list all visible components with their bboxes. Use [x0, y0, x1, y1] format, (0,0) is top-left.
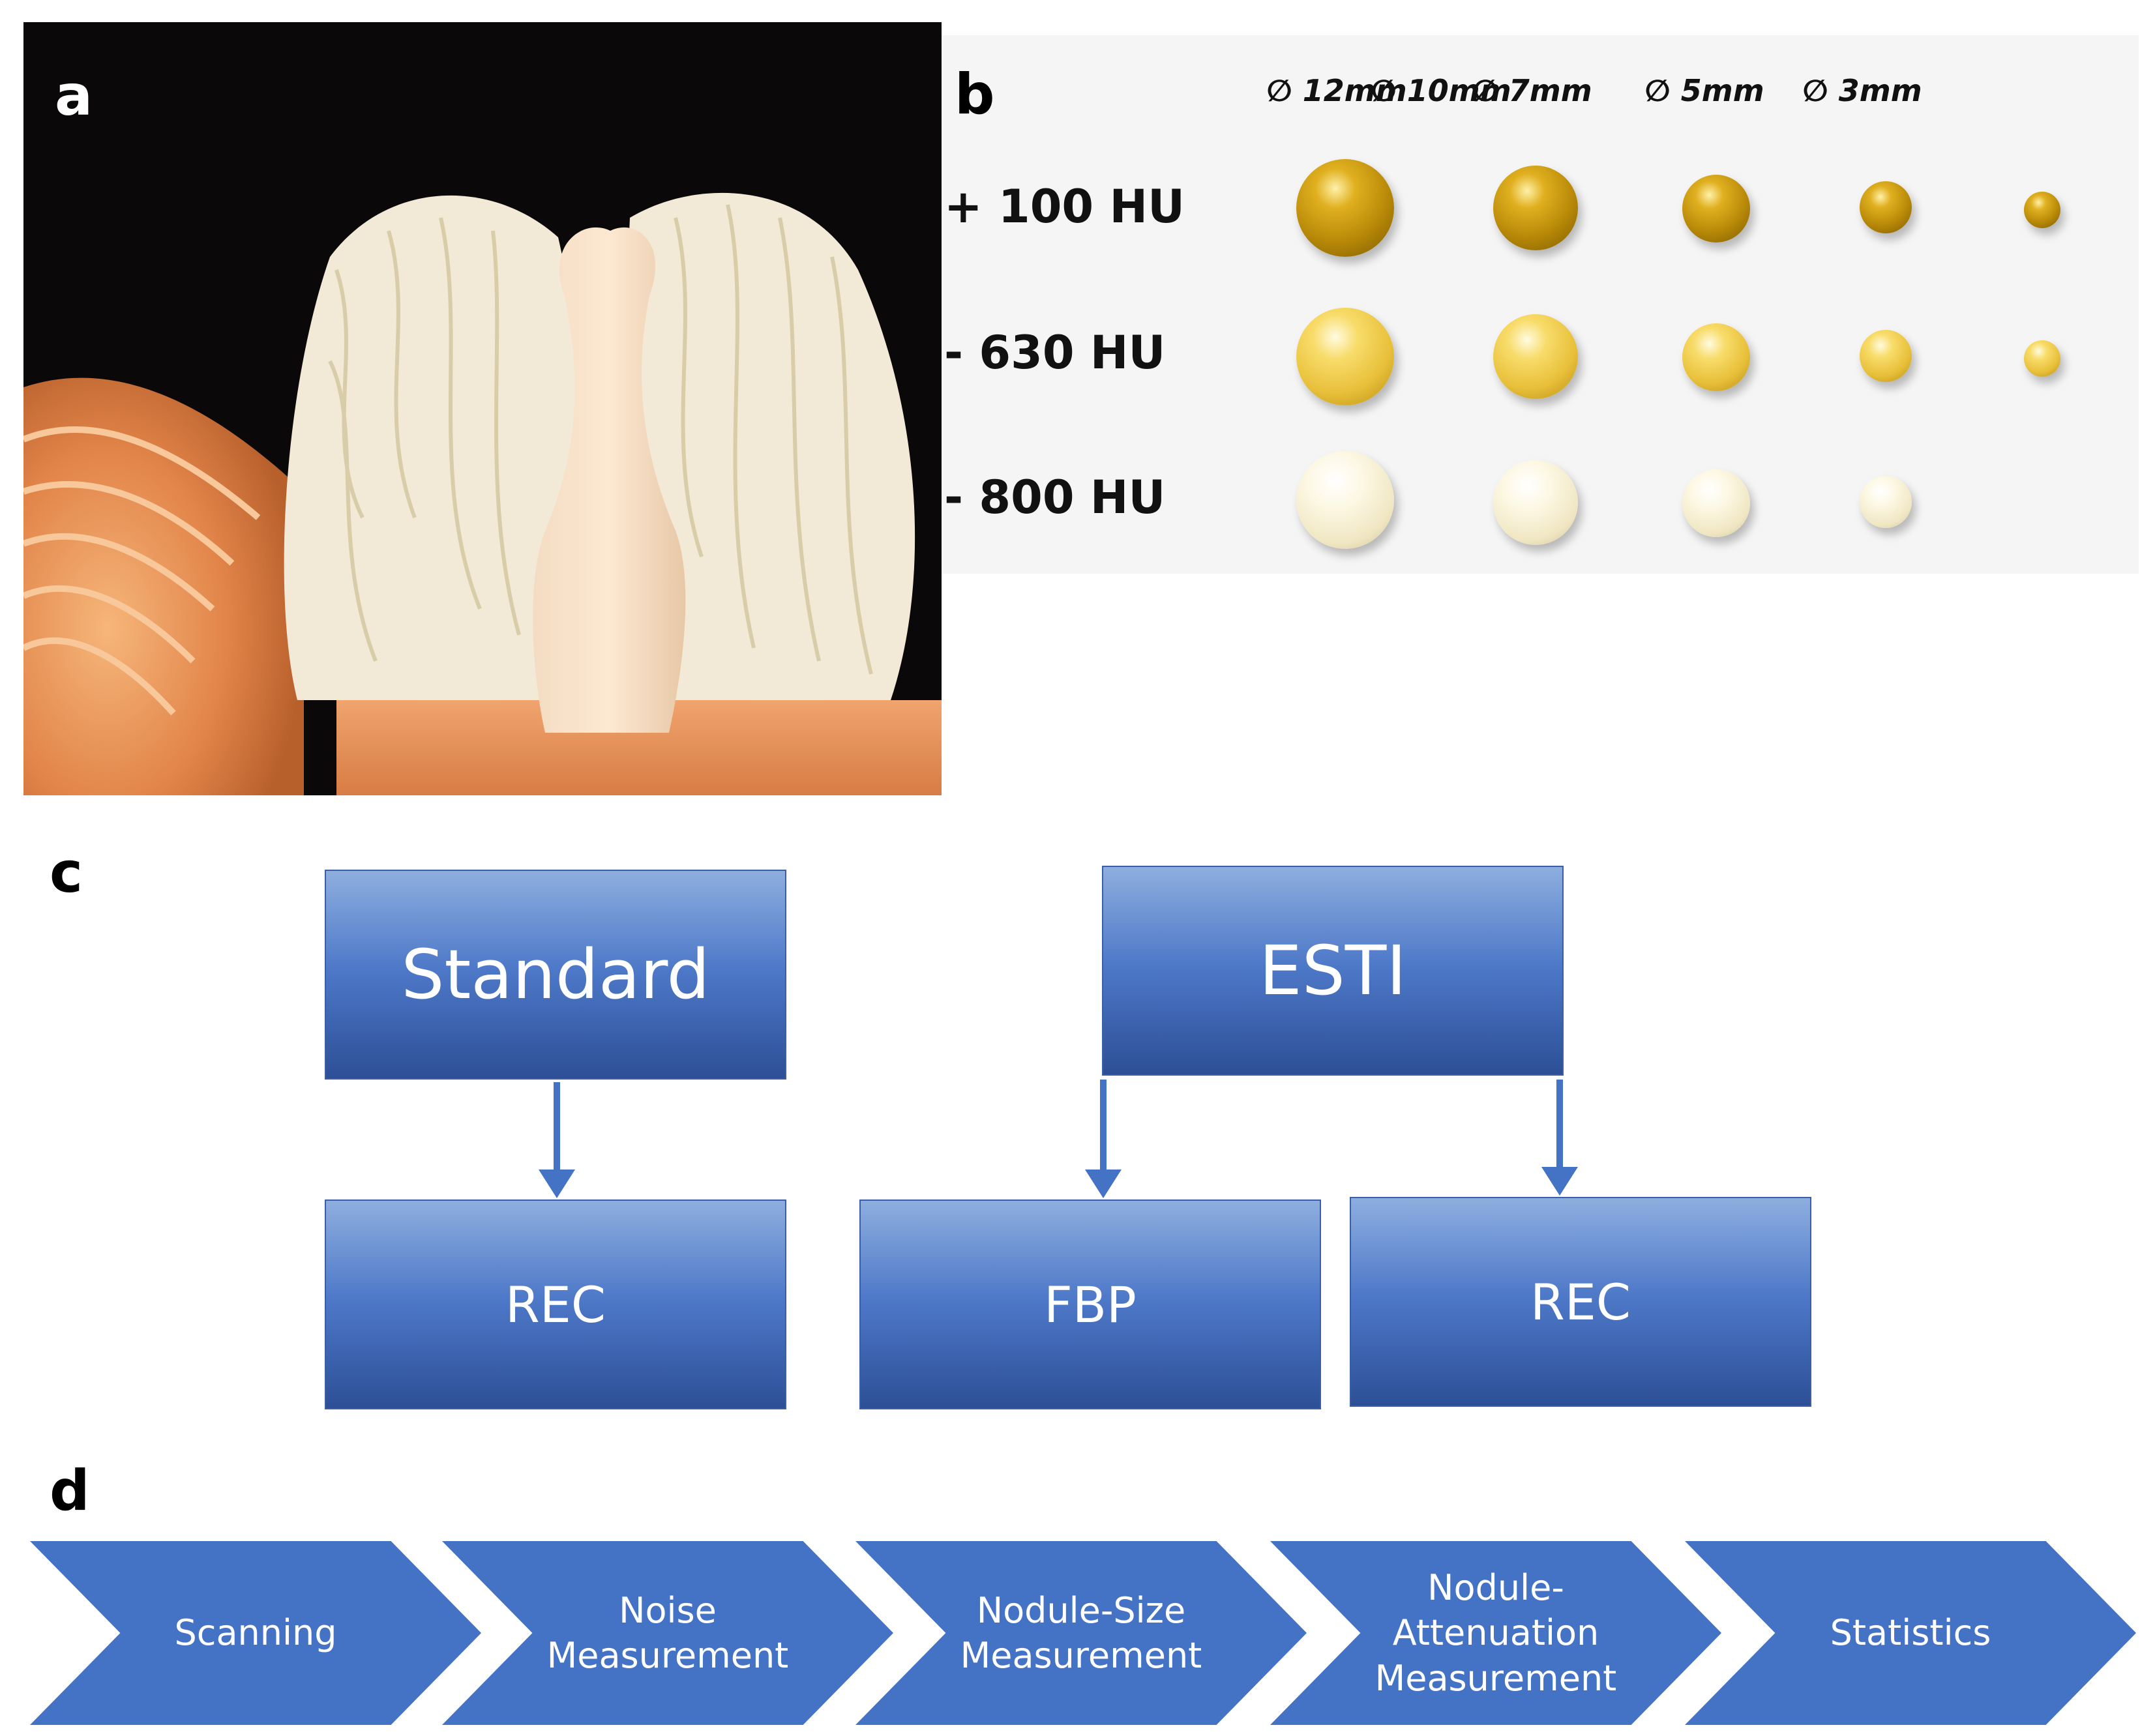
panel-label-d: d	[50, 1458, 90, 1523]
arrow-esti-to-rec	[1541, 1080, 1578, 1196]
panel-label-c: c	[50, 840, 83, 905]
panel-label-b: b	[955, 62, 995, 127]
density-label-minus800: - 800 HU	[944, 471, 1166, 524]
nodule-light-12mm	[1296, 451, 1394, 549]
nodule-dense-12mm	[1296, 159, 1394, 257]
nodule-mid-5mm	[1860, 330, 1912, 382]
protocol-box-esti: ESTI	[1102, 866, 1564, 1076]
density-label-plus100: + 100 HU	[944, 180, 1185, 233]
lungs-shape	[284, 192, 915, 701]
size-label-5mm: ∅ 5mm	[1644, 73, 1764, 108]
nodule-mid-7mm	[1682, 323, 1750, 391]
trachea-shape	[533, 227, 686, 733]
nodule-dense-3mm	[2024, 192, 2060, 228]
recon-box-esti-fbp: FBP	[859, 1199, 1321, 1409]
hose-shape	[23, 377, 304, 795]
recon-box-standard-rec: REC	[325, 1199, 786, 1409]
size-label-7mm: ∅ 7mm	[1472, 73, 1592, 108]
nodule-dense-5mm	[1860, 181, 1912, 233]
nodule-mid-10mm	[1493, 314, 1578, 399]
nodule-light-7mm	[1682, 469, 1750, 537]
nodule-mid-3mm	[2024, 340, 2060, 377]
size-label-3mm: ∅ 3mm	[1802, 73, 1922, 108]
protocol-box-standard: Standard	[325, 870, 786, 1080]
lung-phantom-photo: a	[23, 22, 942, 795]
recon-box-esti-rec: REC	[1350, 1197, 1811, 1407]
arrow-esti-to-fbp	[1085, 1080, 1122, 1198]
lung-phantom-illustration	[23, 192, 942, 795]
nodule-grid: b ∅ 12mm ∅ 10mm ∅ 7mm ∅ 5mm ∅ 3mm + 100 …	[942, 35, 2139, 574]
nodule-light-10mm	[1493, 460, 1578, 545]
step-nodule-size-measurement: Nodule-Size Measurement	[855, 1541, 1307, 1725]
size-label-12mm: ∅ 12mm	[1266, 73, 1407, 108]
size-label-10mm: ∅ 10mm	[1371, 73, 1511, 108]
nodule-light-5mm	[1860, 476, 1912, 528]
nodule-dense-7mm	[1682, 175, 1750, 243]
density-label-minus630: - 630 HU	[944, 326, 1166, 379]
panel-label-a: a	[55, 63, 93, 128]
arrow-standard-to-rec	[539, 1082, 575, 1198]
nodule-dense-10mm	[1493, 166, 1578, 250]
nodule-mid-12mm	[1296, 308, 1394, 405]
